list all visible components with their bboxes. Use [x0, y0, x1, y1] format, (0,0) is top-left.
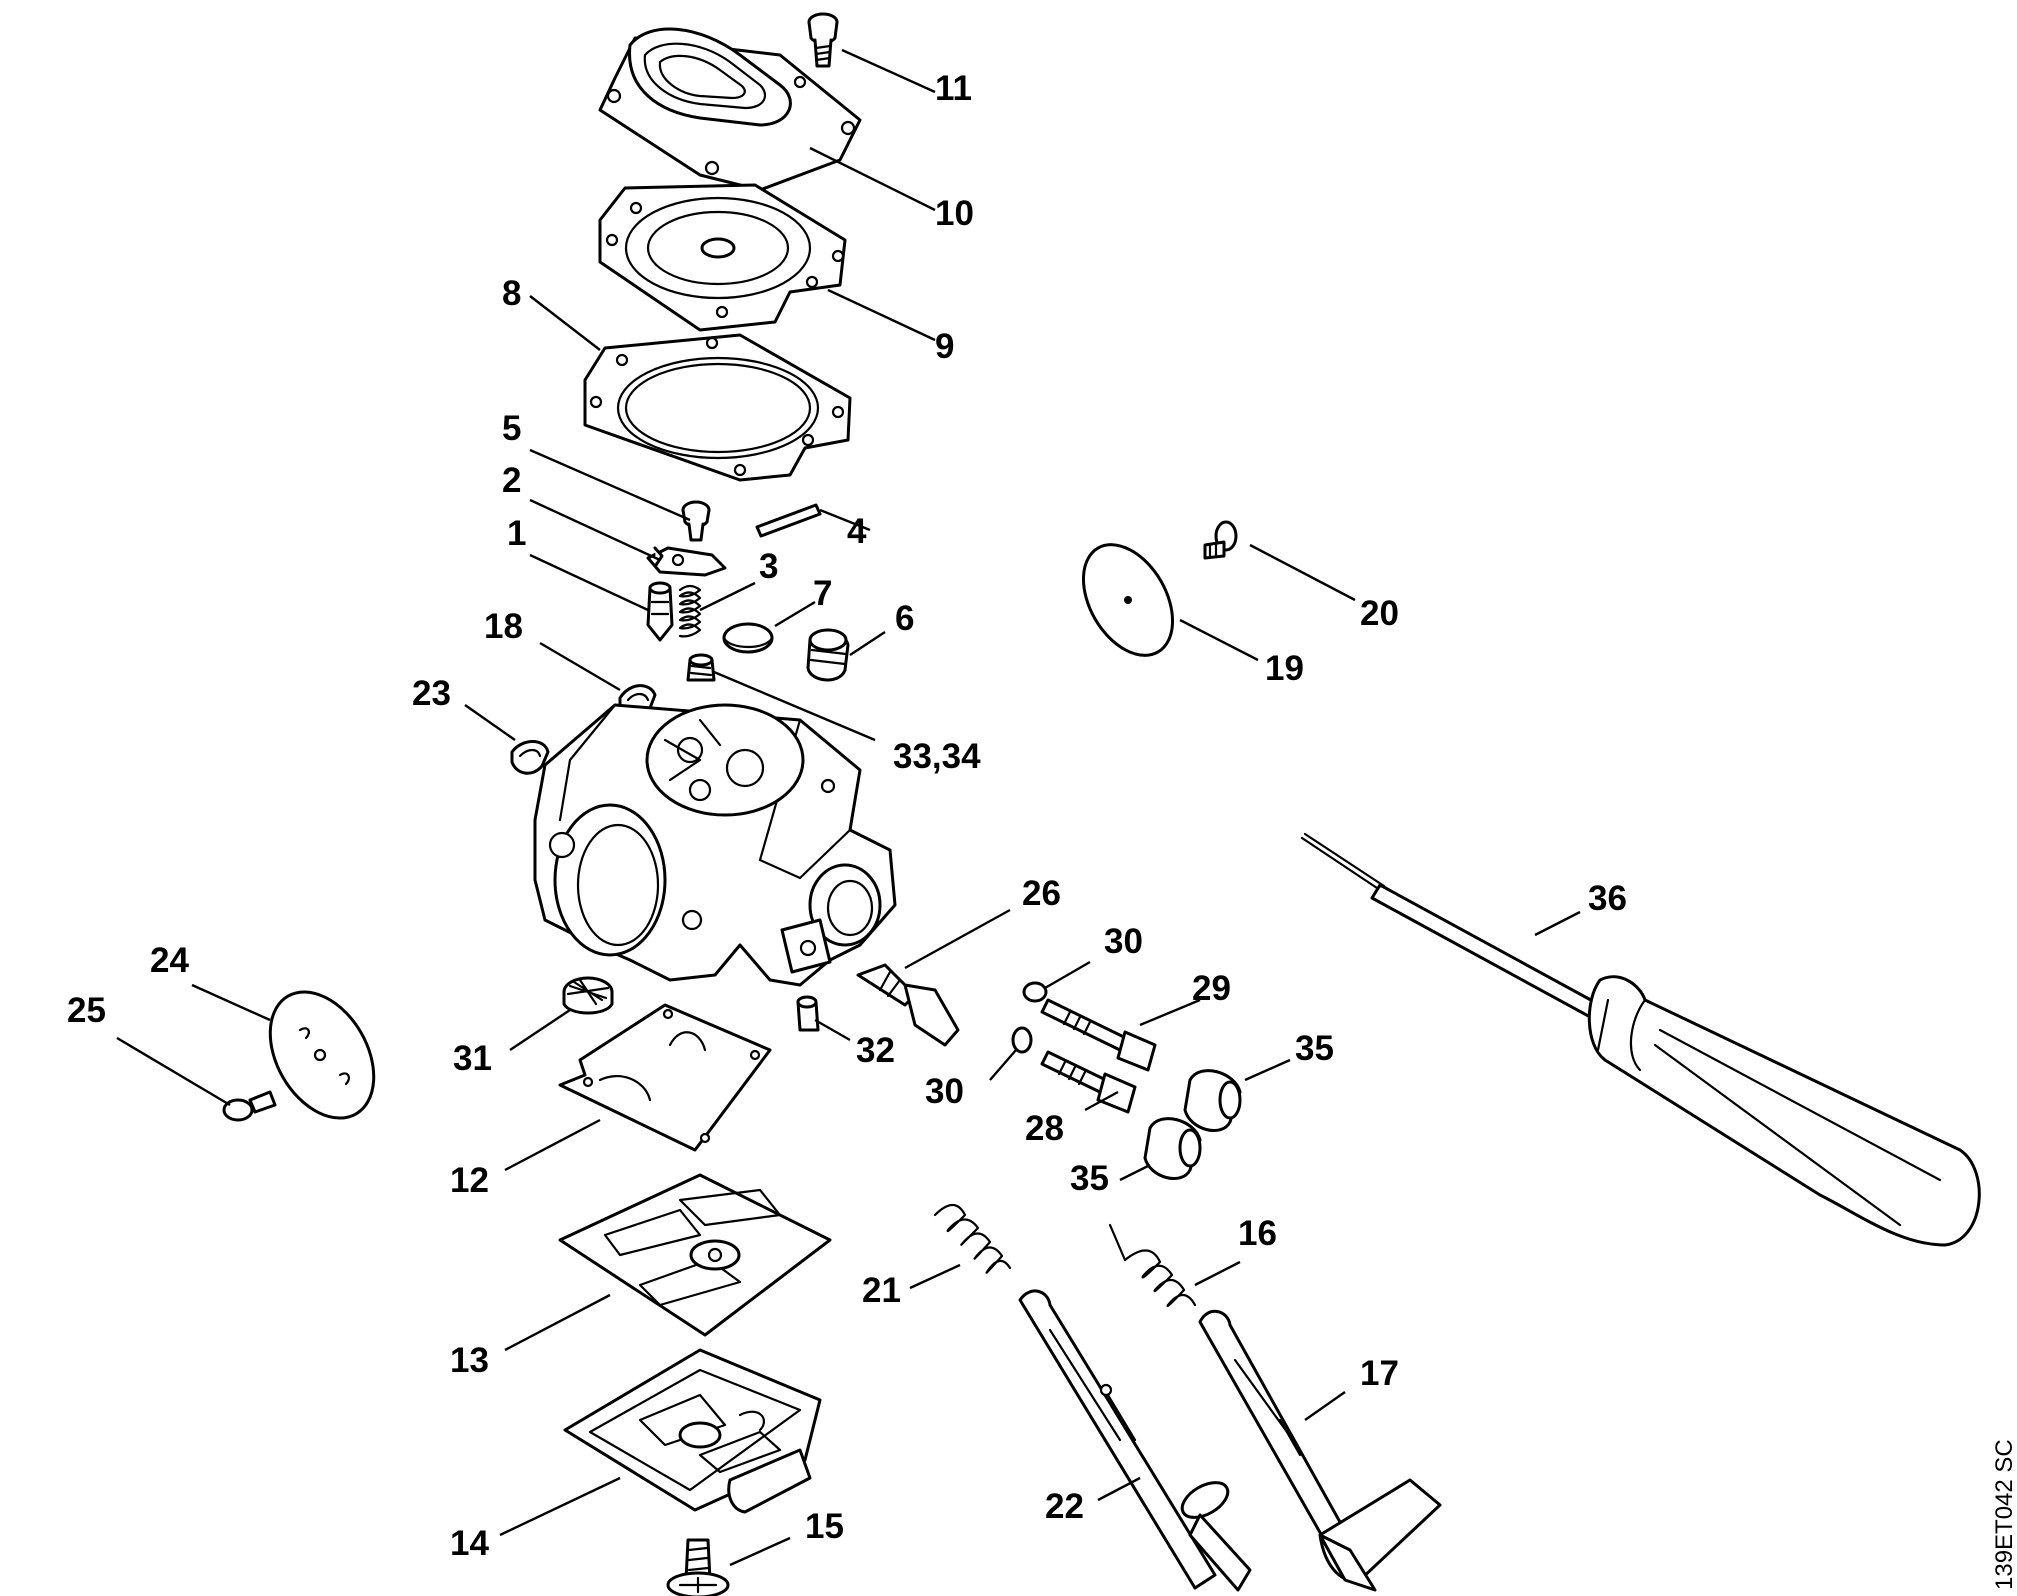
- part-pump-cover: [598, 27, 862, 192]
- part-adjusting-screw-28: [1040, 1050, 1137, 1114]
- callout-17: 17: [1360, 1354, 1399, 1393]
- part-oring-30b: [1011, 1026, 1033, 1054]
- part-shaft-17: [1198, 1310, 1442, 1592]
- part-pin-4: [755, 503, 822, 538]
- callout-24: 24: [150, 941, 189, 980]
- part-cover-disc-19: [1081, 543, 1175, 657]
- part-gasket-8: [583, 333, 852, 482]
- part-sleeve-32: [796, 995, 820, 1032]
- callout-4: 4: [847, 512, 867, 551]
- part-spring-16: [1108, 1223, 1197, 1308]
- part-cover-disc-24: [268, 990, 376, 1120]
- part-spring-3: [678, 584, 702, 640]
- part-lever-2: [646, 546, 727, 577]
- callout-30-lower: 30: [925, 1072, 964, 1111]
- callout-5: 5: [502, 409, 521, 448]
- callout-23: 23: [412, 674, 451, 713]
- part-oring-30a: [1022, 981, 1048, 1003]
- part-filter-screen-31: [562, 976, 614, 1015]
- part-cap-35b: [1143, 1117, 1202, 1180]
- part-end-cover-14: [563, 1348, 822, 1514]
- part-cap-6: [806, 628, 850, 682]
- callout-36: 36: [1588, 879, 1627, 918]
- part-clip-23: [510, 740, 550, 775]
- callout-19: 19: [1265, 649, 1304, 688]
- callout-9: 9: [935, 327, 954, 366]
- callout-30-upper: 30: [1104, 922, 1143, 961]
- callout-12: 12: [450, 1161, 489, 1200]
- part-screw-20: [1203, 520, 1238, 560]
- part-screw-15: [666, 1538, 730, 1596]
- callout-11: 11: [935, 69, 972, 108]
- callout-16: 16: [1238, 1214, 1277, 1253]
- part-spring-21: [933, 1203, 1012, 1274]
- callout-15: 15: [805, 1507, 844, 1546]
- callout-33-34: 33,34: [893, 737, 981, 776]
- callout-10: 10: [935, 194, 974, 233]
- part-inlet-needle: [646, 581, 674, 642]
- drawing-code: 139ET042 SC: [1991, 1439, 2017, 1590]
- callout-8: 8: [502, 274, 521, 313]
- callout-6: 6: [895, 599, 914, 638]
- callout-26: 26: [1022, 874, 1061, 913]
- callout-1: 1: [507, 514, 526, 553]
- part-screw-25: [222, 1090, 277, 1122]
- callout-3: 3: [759, 547, 778, 586]
- callout-35-lower: 35: [1070, 1159, 1109, 1198]
- part-gasket-plate-13: [558, 1173, 832, 1337]
- part-screw-5: [681, 500, 711, 542]
- callout-28: 28: [1025, 1109, 1064, 1148]
- callout-32: 32: [856, 1031, 895, 1070]
- part-screw-11: [807, 12, 839, 68]
- callout-35-upper: 35: [1295, 1029, 1334, 1068]
- leader-lines: [116, 48, 1581, 1567]
- callout-21: 21: [862, 1271, 901, 1310]
- part-plug-7: [722, 622, 774, 654]
- callout-14: 14: [450, 1524, 489, 1563]
- part-pump-diaphragm: [598, 183, 847, 332]
- callout-2: 2: [502, 461, 521, 500]
- part-metering-diaphragm-12: [558, 1003, 772, 1152]
- callout-25: 25: [67, 991, 106, 1030]
- part-adjusting-screw-29: [1040, 998, 1157, 1072]
- callout-7: 7: [813, 574, 832, 613]
- callout-20: 20: [1360, 594, 1399, 633]
- part-needle-26: [856, 963, 960, 1047]
- part-carburetor-body: [533, 703, 897, 987]
- part-screwdriver: [1300, 832, 1981, 1247]
- callout-22: 22: [1045, 1487, 1084, 1526]
- callout-18: 18: [484, 607, 523, 646]
- callout-29: 29: [1192, 969, 1231, 1008]
- callout-labels: 11 10 9 8 5 2 4 1 3 7 6 18 23 33,34 20 1…: [67, 69, 1627, 1563]
- part-cap-35a: [1183, 1069, 1242, 1132]
- callout-13: 13: [450, 1341, 489, 1380]
- part-filter-33-34: [686, 653, 716, 682]
- callout-31: 31: [453, 1039, 492, 1078]
- part-shaft-22: [1018, 1289, 1252, 1592]
